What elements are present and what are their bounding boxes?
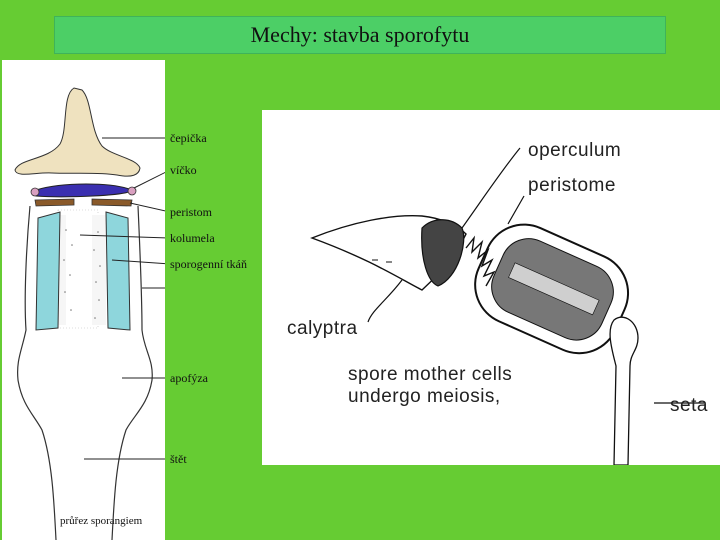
- peristome-left: [35, 199, 74, 206]
- page-title: Mechy: stavba sporofytu: [251, 22, 470, 48]
- label-peristome: peristome: [528, 175, 616, 197]
- caption: průřez sporangiem: [60, 515, 142, 527]
- label-spore-line2: undergo meiosis,: [348, 386, 501, 408]
- label-operculum: operculum: [528, 140, 621, 162]
- label-spore-line1: spore mother cells: [348, 364, 512, 386]
- peristome-right: [92, 199, 132, 206]
- label-vicko: víčko: [170, 163, 197, 178]
- left-operculum-dot: [31, 188, 39, 196]
- label-calyptra: calyptra: [287, 318, 358, 340]
- title-bar: Mechy: stavba sporofytu: [54, 16, 666, 54]
- calyptra-shape: [15, 88, 140, 176]
- label-cepicka: čepička: [170, 131, 207, 146]
- label-apofyza: apofýza: [170, 371, 208, 386]
- right-dotted-zone: [92, 215, 106, 325]
- label-seta: seta: [670, 395, 708, 417]
- cross-section-diagram: [2, 60, 165, 540]
- capsule-illustration: [262, 110, 720, 465]
- label-kolumela: kolumela: [170, 231, 215, 246]
- label-peristom: peristom: [170, 205, 212, 220]
- seta-drawing: [610, 317, 638, 465]
- capsule-illustration-panel: [262, 110, 720, 465]
- right-operculum-dot: [128, 187, 136, 195]
- label-sporogenni: sporogenní tkáň: [170, 257, 247, 272]
- sporogenous-left: [36, 212, 60, 330]
- sporogenous-right: [106, 212, 130, 330]
- operculum-shape: [36, 184, 132, 197]
- cross-section-panel: [2, 60, 165, 540]
- label-stet: štět: [170, 452, 187, 467]
